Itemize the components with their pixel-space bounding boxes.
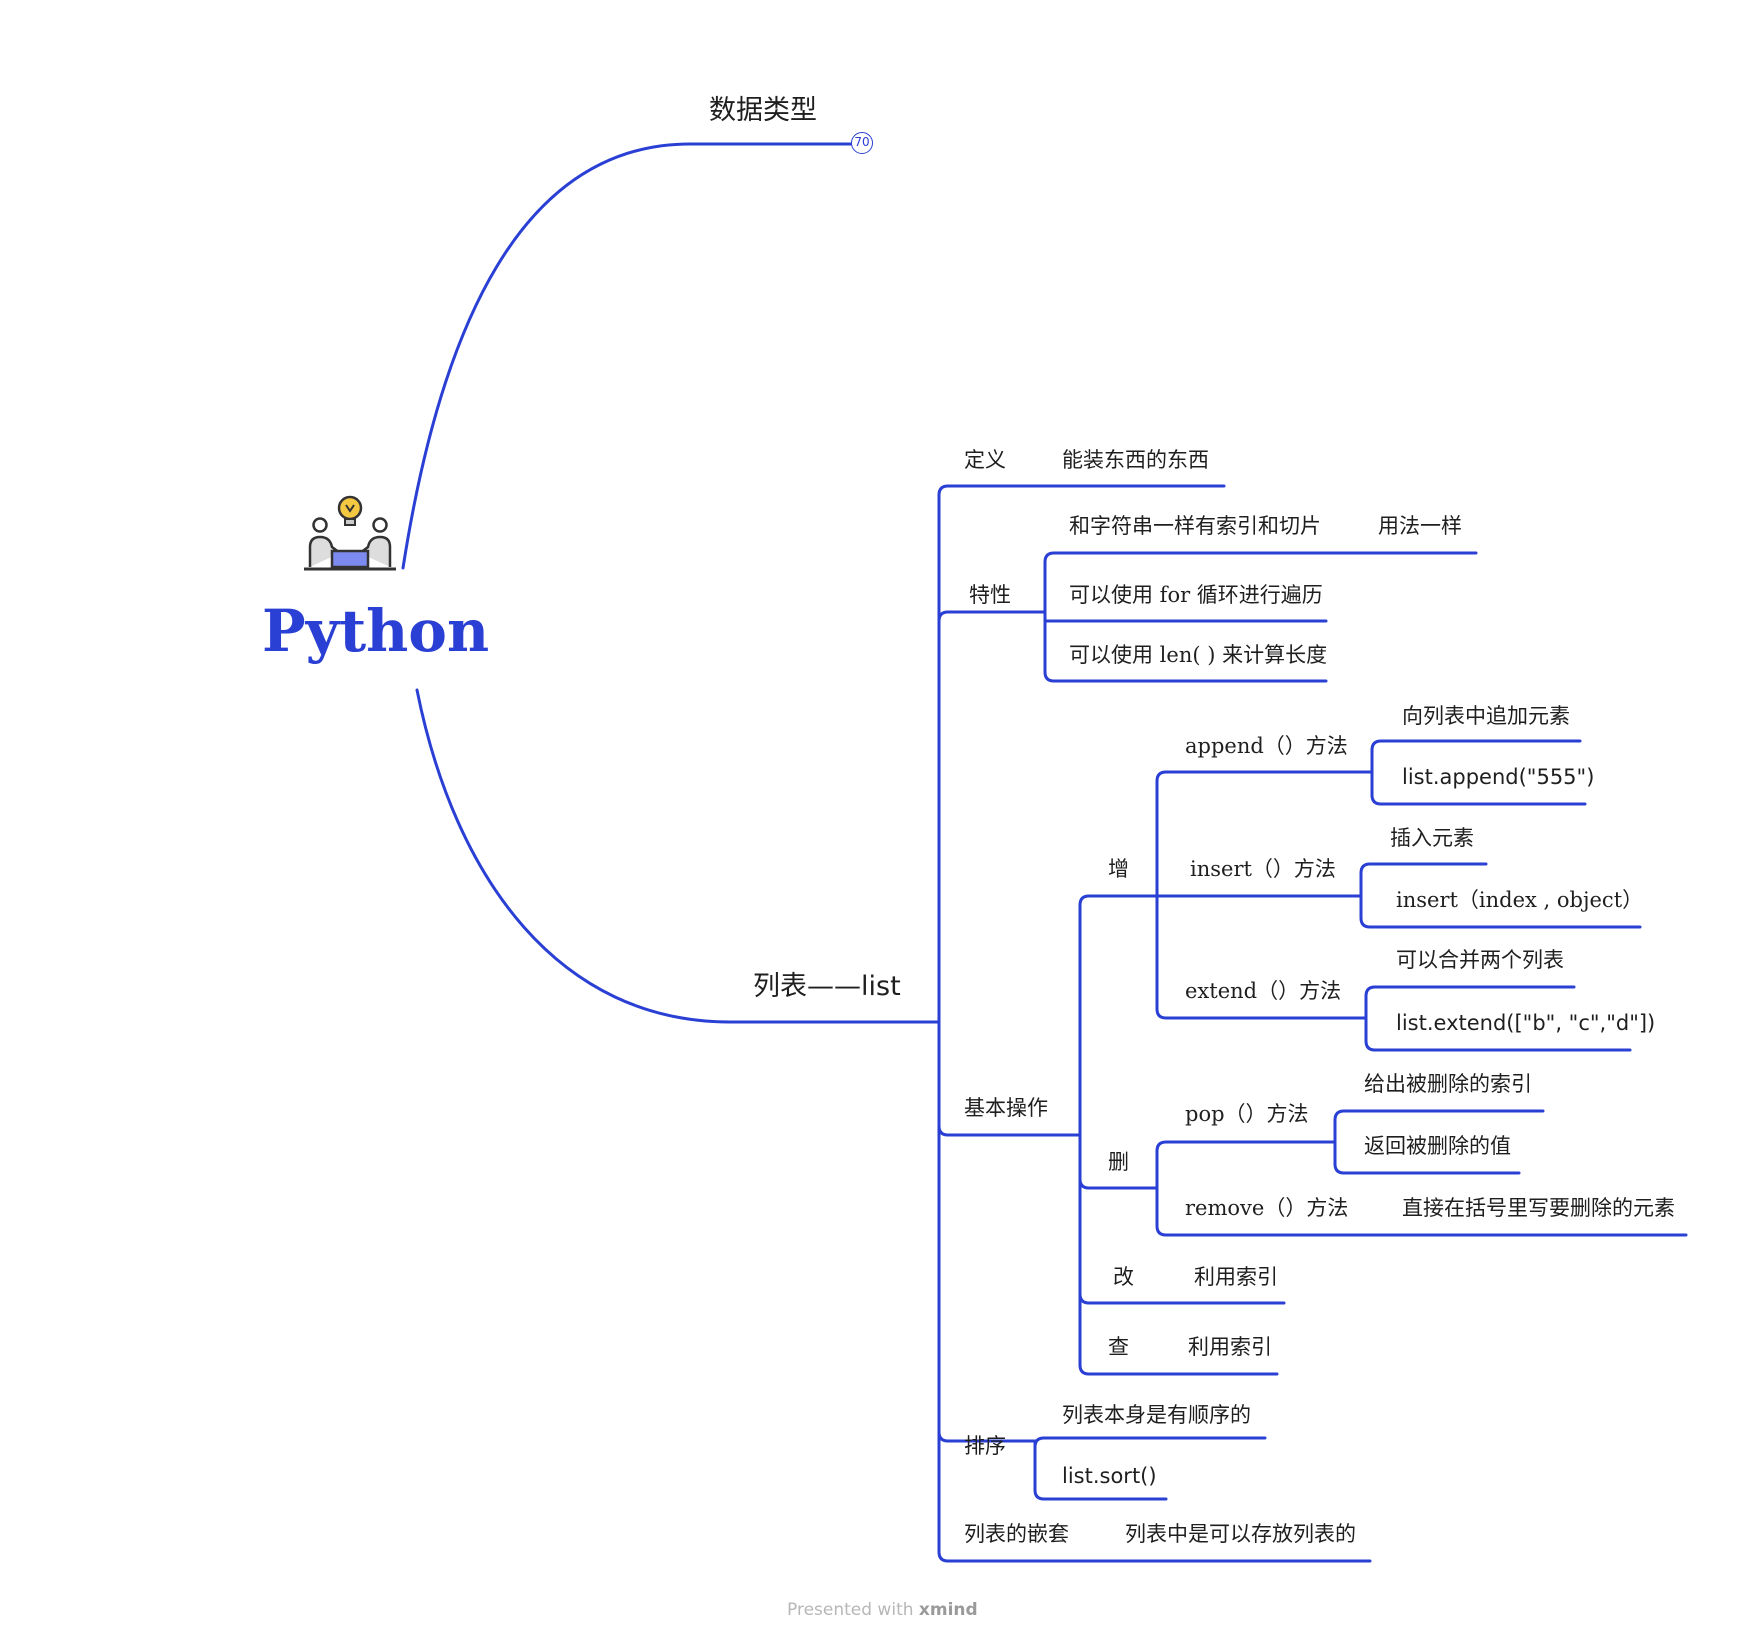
basic-ops-label[interactable]: 基本操作 [964,1096,1048,1120]
append-example[interactable]: list.append("555") [1402,765,1595,789]
modify-value[interactable]: 利用索引 [1194,1265,1278,1289]
query-value[interactable]: 利用索引 [1188,1335,1272,1359]
extend-desc[interactable]: 可以合并两个列表 [1396,948,1564,972]
pop-example[interactable]: 返回被删除的值 [1364,1134,1511,1158]
connector-sort [937,1430,1037,1443]
extend-method[interactable]: extend（）方法 [1185,979,1342,1003]
collapsed-count-badge[interactable]: 70 [851,132,873,154]
pop-desc[interactable]: 给出被删除的索引 [1364,1072,1532,1096]
append-method[interactable]: append（）方法 [1185,734,1348,758]
extend-example[interactable]: list.extend(["b", "c","d"]) [1396,1011,1656,1035]
branch-list-label[interactable]: 列表——list [753,971,901,1002]
connector-delete [1078,1177,1159,1190]
sort-label[interactable]: 排序 [964,1434,1006,1458]
connector-basic-ops [937,1124,1082,1137]
insert-desc[interactable]: 插入元素 [1390,826,1474,850]
connector-root-list [415,688,936,1024]
nesting-value[interactable]: 列表中是可以存放列表的 [1125,1522,1356,1546]
add-label[interactable]: 增 [1108,857,1129,881]
remove-method[interactable]: remove（）方法 [1185,1196,1349,1220]
insert-method[interactable]: insert（）方法 [1190,857,1336,881]
footer-prefix: Presented with [787,1600,914,1620]
features-label[interactable]: 特性 [969,583,1011,607]
append-desc[interactable]: 向列表中追加元素 [1402,704,1570,728]
sort-item-1[interactable]: 列表本身是有顺序的 [1062,1403,1251,1427]
branch-data-types-label[interactable]: 数据类型 [709,95,817,126]
feature-item-2[interactable]: 可以使用 for 循环进行遍历 [1069,583,1323,607]
remove-desc[interactable]: 直接在括号里写要删除的元素 [1402,1196,1675,1220]
sort-item-2[interactable]: list.sort() [1062,1464,1157,1488]
connector-features [937,610,1047,623]
feature-item-3[interactable]: 可以使用 len( ) 来计算长度 [1069,643,1328,667]
definition-label[interactable]: 定义 [964,448,1006,472]
connector-modify [1078,1292,1286,1305]
root-title[interactable]: Python [262,597,490,665]
modify-label[interactable]: 改 [1113,1265,1134,1289]
xmind-brand: xmind [918,1600,978,1620]
insert-example[interactable]: insert（index , object） [1396,888,1644,912]
query-label[interactable]: 查 [1108,1335,1129,1359]
presented-with-footer: Presented with xmind [787,1600,978,1620]
connector-list-spine [932,484,1372,1563]
teamwork-lightbulb-icon [304,495,396,571]
nesting-label[interactable]: 列表的嵌套 [964,1522,1069,1546]
delete-label[interactable]: 删 [1108,1150,1129,1174]
feature-item-1-note[interactable]: 用法一样 [1378,514,1462,538]
pop-method[interactable]: pop（）方法 [1185,1102,1309,1126]
definition-value[interactable]: 能装东西的东西 [1062,448,1209,472]
feature-item-1[interactable]: 和字符串一样有索引和切片 [1069,514,1321,538]
connector-add-spine [1138,770,1374,1020]
connector-root-datatypes [401,142,854,570]
